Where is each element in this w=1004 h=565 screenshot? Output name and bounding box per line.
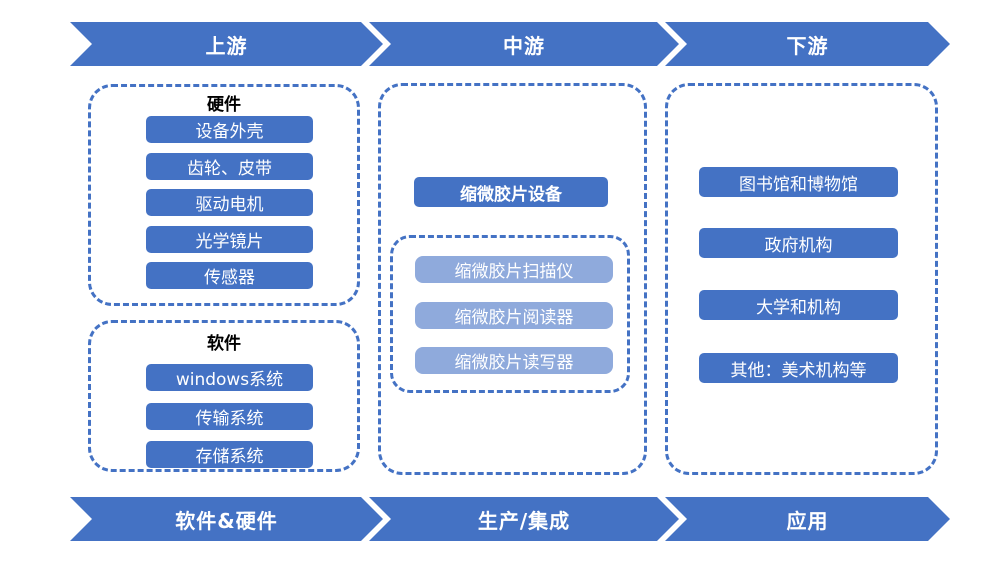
banner-label-upstream: 上游 [205,33,248,58]
banner-label-midstream: 中游 [503,33,545,58]
hardware-item-gears-belts: 齿轮、皮带 [146,153,313,180]
downstream-item-others-art: 其他：美术机构等 [699,353,898,383]
downstream-item-government: 政府机构 [699,228,898,258]
downstream-item-universities: 大学和机构 [699,290,898,320]
hardware-group-box: 硬件 设备外壳 齿轮、皮带 驱动电机 光学镜片 传感器 [88,84,360,306]
midstream-device-reader: 缩微胶片阅读器 [415,302,613,329]
banner-segment-production-integration: 生产/集成 [369,497,679,541]
midstream-device-scanner: 缩微胶片扫描仪 [415,256,613,283]
software-group-box: 软件 windows系统 传输系统 存储系统 [88,320,360,472]
midstream-group-box: 缩微胶片设备 缩微胶片扫描仪 缩微胶片阅读器 缩微胶片读写器 [378,83,647,475]
top-banner: 上游 中游 下游 [70,22,950,66]
banner-segment-upstream: 上游 [70,22,383,66]
software-item-storage-system: 存储系统 [146,441,313,468]
banner-segment-software-hardware: 软件&硬件 [70,497,383,541]
banner-label-software-hardware: 软件&硬件 [175,508,278,533]
hardware-item-optical-lens: 光学镜片 [146,226,313,253]
banner-label-application: 应用 [786,508,829,533]
software-item-windows-system: windows系统 [146,364,313,391]
midstream-main-item-microfilm-equipment: 缩微胶片设备 [414,177,608,207]
banner-segment-application: 应用 [665,497,950,541]
banner-segment-midstream: 中游 [369,22,679,66]
banner-label-production-integration: 生产/集成 [477,508,571,533]
software-group-title: 软件 [207,334,241,354]
hardware-item-sensor: 传感器 [146,262,313,289]
software-item-transfer-system: 传输系统 [146,403,313,430]
hardware-item-device-shell: 设备外壳 [146,116,313,143]
midstream-devices-box: 缩微胶片扫描仪 缩微胶片阅读器 缩微胶片读写器 [390,235,630,393]
banner-segment-downstream: 下游 [665,22,950,66]
bottom-banner: 软件&硬件 生产/集成 应用 [70,497,950,541]
hardware-group-title: 硬件 [207,95,241,115]
banner-label-downstream: 下游 [786,33,829,58]
hardware-item-drive-motor: 驱动电机 [146,189,313,216]
downstream-group-box: 图书馆和博物馆 政府机构 大学和机构 其他：美术机构等 [665,83,938,475]
midstream-device-reader-writer: 缩微胶片读写器 [415,347,613,374]
downstream-item-libraries-museums: 图书馆和博物馆 [699,167,898,197]
